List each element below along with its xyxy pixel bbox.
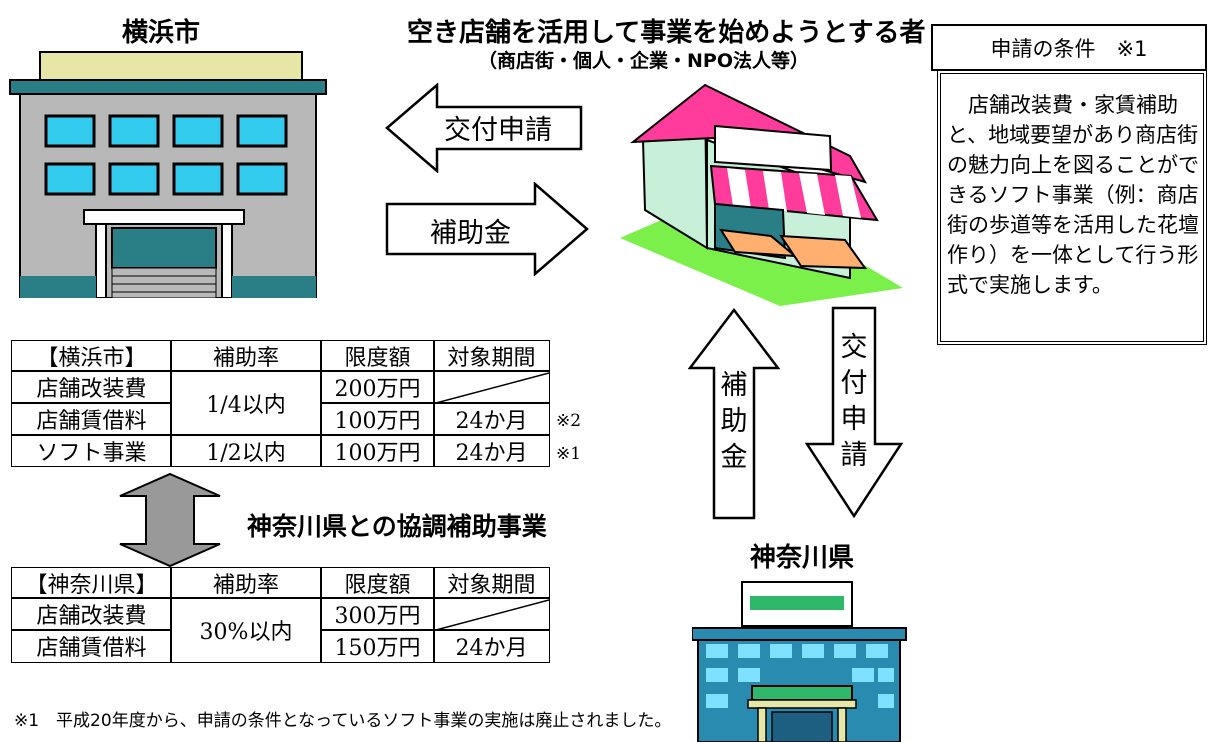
table-cell-limit: 150万円: [320, 629, 435, 663]
table-row-label: 店舗賃借料: [11, 629, 172, 663]
table-cell-rate: 1/4以内: [170, 370, 322, 436]
conditions-box: 店舗改装費・家賃補助と、地域要望があり商店街の魅力向上を図ることができるソフト事…: [937, 70, 1207, 345]
table-row-label: 店舗改装費: [11, 597, 172, 631]
yokohama-subsidy-table: 【横浜市】 補助率 限度額 対象期間 店舗改装費 200万円 1/4以内 店舗賃…: [11, 340, 551, 470]
arrow-left-icon: [385, 83, 583, 173]
shop-icon: [620, 83, 903, 306]
diagonal-line-icon: [435, 372, 549, 403]
table-cell-limit: 100万円: [320, 402, 435, 436]
arrow-right-icon: [385, 182, 589, 276]
apply-to-city-label: 交付申請: [444, 115, 552, 146]
arrow-down-icon: [805, 306, 903, 519]
table-header-cell: 【神奈川県】: [11, 567, 172, 599]
table-row-label: 店舗賃借料: [11, 402, 172, 436]
table-cell-rate: 30%以内: [170, 597, 322, 663]
table-header-cell: 【横浜市】: [11, 340, 172, 372]
subsidy-from-pref-char: 助: [720, 406, 748, 437]
apply-to-pref-char: 申: [840, 404, 868, 435]
table-note: ※1: [556, 444, 582, 464]
table-header-cell: 対象期間: [433, 567, 550, 599]
yokohama-city-hall-icon: [9, 51, 327, 298]
table-cell-period: 24か月: [433, 402, 550, 436]
table-cell-period-empty: [433, 597, 550, 631]
table-header-cell: 限度額: [320, 567, 435, 599]
table-row-label: ソフト事業: [11, 434, 172, 467]
kanagawa-title: 神奈川県: [750, 543, 855, 573]
subsidy-from-pref-label: 補 助 金: [718, 368, 750, 476]
table-row-label: 店舗改装費: [11, 370, 172, 404]
table-note: ※2: [556, 411, 582, 431]
arrow-up-icon: [688, 308, 780, 520]
diagonal-line-icon: [435, 599, 549, 630]
subsidy-from-pref-char: 補: [720, 370, 748, 401]
subsidy-from-city-label: 補助金: [430, 218, 511, 249]
kanagawa-prefectural-office-icon: [692, 581, 907, 742]
table-cell-rate: 1/2以内: [170, 434, 322, 467]
kanagawa-subsidy-table: 【神奈川県】 補助率 限度額 対象期間 店舗改装費 300万円 30%以内 店舗…: [11, 567, 551, 667]
table-header-cell: 限度額: [320, 340, 435, 372]
table-cell-period-empty: [433, 370, 550, 404]
table-header-cell: 対象期間: [433, 340, 550, 372]
footnote: ※1 平成20年度から、申請の条件となっているソフト事業の実施は廃止されました。: [14, 709, 674, 742]
apply-to-pref-char: 交: [840, 332, 868, 363]
applicant-subtitle: （商店街・個人・企業・NPO法人等）: [478, 50, 809, 72]
conditions-header: 申請の条件 ※1: [931, 24, 1207, 71]
conditions-body: 店舗改装費・家賃補助と、地域要望があり商店街の魅力向上を図ることができるソフト事…: [947, 93, 1199, 297]
table-header-cell: 補助率: [170, 340, 322, 372]
table-cell-limit: 100万円: [320, 434, 435, 467]
cooperation-label: 神奈川県との協調補助事業: [247, 512, 547, 541]
table-cell-period: 24か月: [433, 434, 550, 467]
apply-to-pref-label: 交 付 申 請: [838, 330, 870, 474]
conditions-header-text: 申請の条件 ※1: [990, 36, 1148, 61]
footnote-text: ※1 平成20年度から、申請の条件となっているソフト事業の実施は廃止されました。: [14, 711, 672, 731]
table-cell-limit: 300万円: [320, 597, 435, 631]
applicant-title: 空き店舗を活用して事業を始めようとする者: [407, 18, 926, 48]
subsidy-from-pref-char: 金: [720, 442, 748, 473]
yokohama-title: 横浜市: [122, 18, 201, 48]
double-arrow-icon: [119, 472, 221, 568]
table-cell-period: 24か月: [433, 629, 550, 663]
table-header-cell: 補助率: [170, 567, 322, 599]
apply-to-pref-char: 付: [840, 368, 868, 399]
apply-to-pref-char: 請: [840, 440, 868, 471]
table-cell-limit: 200万円: [320, 370, 435, 404]
